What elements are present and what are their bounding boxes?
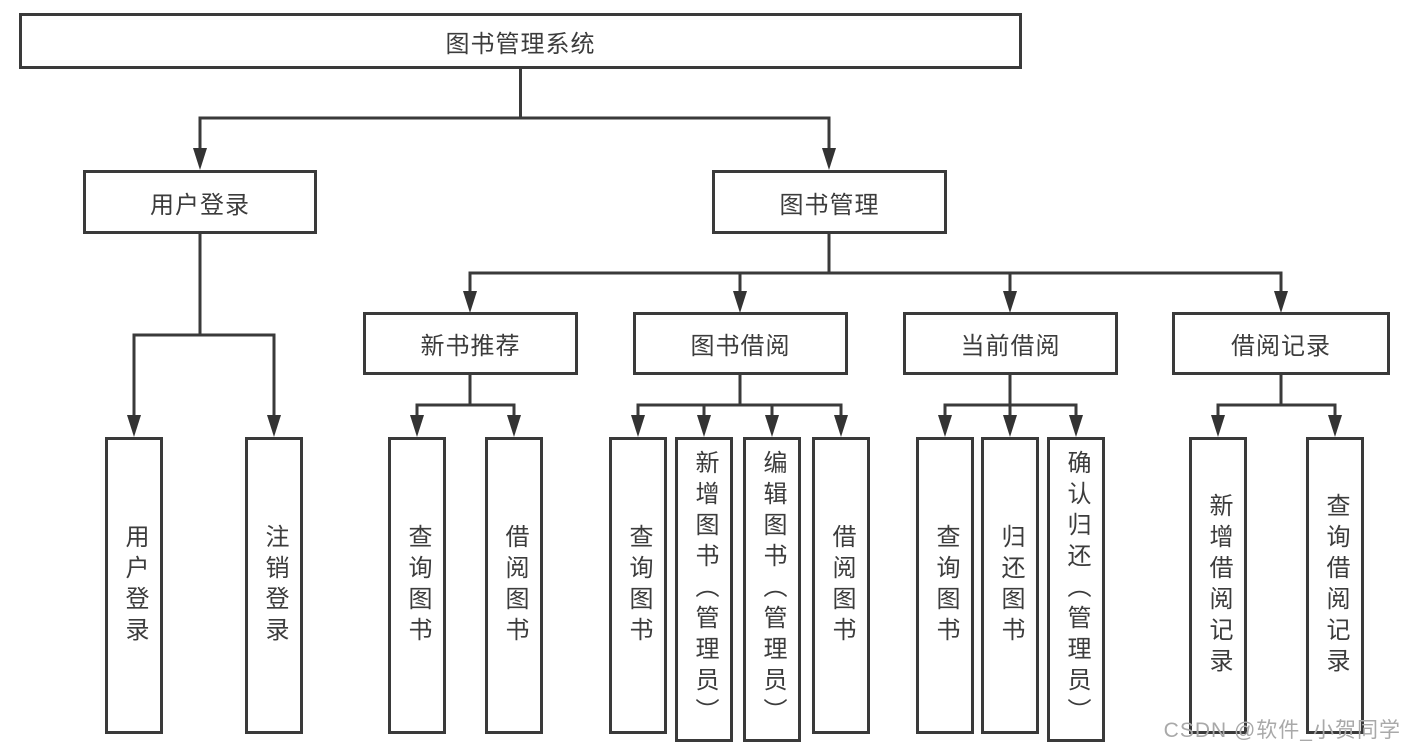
- node-query-borrow-record: 查询借阅记录: [1306, 437, 1364, 734]
- node-query-books-1: 查询图书: [388, 437, 446, 734]
- node-book-borrowing-label: 图书借阅: [690, 333, 791, 360]
- node-user-login-leaf: 用户登录: [105, 437, 163, 734]
- node-borrow-books-1-label: 借阅图书: [501, 523, 528, 648]
- node-user-login: 用户登录: [83, 170, 317, 234]
- node-borrow-books-2-label: 借阅图书: [828, 523, 855, 648]
- node-borrowing-records-label: 借阅记录: [1231, 333, 1331, 360]
- node-return-books: 归还图书: [981, 437, 1039, 734]
- node-new-book-recommend-label: 新书推荐: [420, 333, 521, 360]
- connector-currentborrow-to-children: [943, 374, 1078, 417]
- node-logout-label: 注销登录: [261, 523, 288, 648]
- node-edit-book-admin-label: 编辑图书（管理员）: [759, 450, 786, 729]
- node-user-login-label: 用户登录: [150, 191, 250, 219]
- connector-records-to-children: [1216, 374, 1337, 417]
- node-query-books-2: 查询图书: [609, 437, 667, 734]
- node-add-borrow-record-label: 新增借阅记录: [1205, 492, 1232, 679]
- node-logout: 注销登录: [245, 437, 303, 734]
- connector-bookborrow-to-children: [636, 374, 843, 417]
- node-query-books-3-label: 查询图书: [932, 523, 959, 648]
- node-current-borrowing: 当前借阅: [903, 312, 1118, 375]
- node-borrow-books-2: 借阅图书: [812, 437, 870, 734]
- node-add-book-admin-label: 新增图书（管理员）: [691, 450, 718, 729]
- node-confirm-return-admin-label: 确认归还（管理员）: [1063, 450, 1090, 729]
- node-edit-book-admin: 编辑图书（管理员）: [743, 437, 801, 742]
- node-current-borrowing-label: 当前借阅: [960, 333, 1061, 360]
- node-add-borrow-record: 新增借阅记录: [1189, 437, 1247, 734]
- node-new-book-recommend: 新书推荐: [363, 312, 578, 375]
- node-query-books-2-label: 查询图书: [625, 523, 652, 648]
- node-book-management: 图书管理: [712, 170, 947, 234]
- node-book-management-label: 图书管理: [779, 191, 880, 219]
- node-library-system-label: 图书管理系统: [445, 30, 596, 58]
- node-confirm-return-admin: 确认归还（管理员）: [1047, 437, 1105, 742]
- node-query-books-3: 查询图书: [916, 437, 974, 734]
- connector-bookmgmt-to-level3: [468, 233, 1283, 292]
- node-query-borrow-record-label: 查询借阅记录: [1322, 492, 1349, 679]
- csdn-watermark: CSDN @软件_小贺同学: [1163, 719, 1401, 742]
- node-borrowing-records: 借阅记录: [1172, 312, 1390, 375]
- node-borrow-books-1: 借阅图书: [485, 437, 543, 734]
- node-library-system: 图书管理系统: [19, 13, 1022, 69]
- node-add-book-admin: 新增图书（管理员）: [675, 437, 733, 742]
- node-book-borrowing: 图书借阅: [633, 312, 848, 375]
- connector-userlogin-to-children: [132, 233, 276, 417]
- arrowheads: [127, 148, 1342, 437]
- connector-newbook-to-children: [415, 374, 516, 417]
- node-query-books-1-label: 查询图书: [404, 523, 431, 648]
- node-return-books-label: 归还图书: [997, 523, 1024, 648]
- node-user-login-leaf-label: 用户登录: [121, 523, 148, 648]
- connector-root-to-level2: [198, 68, 831, 150]
